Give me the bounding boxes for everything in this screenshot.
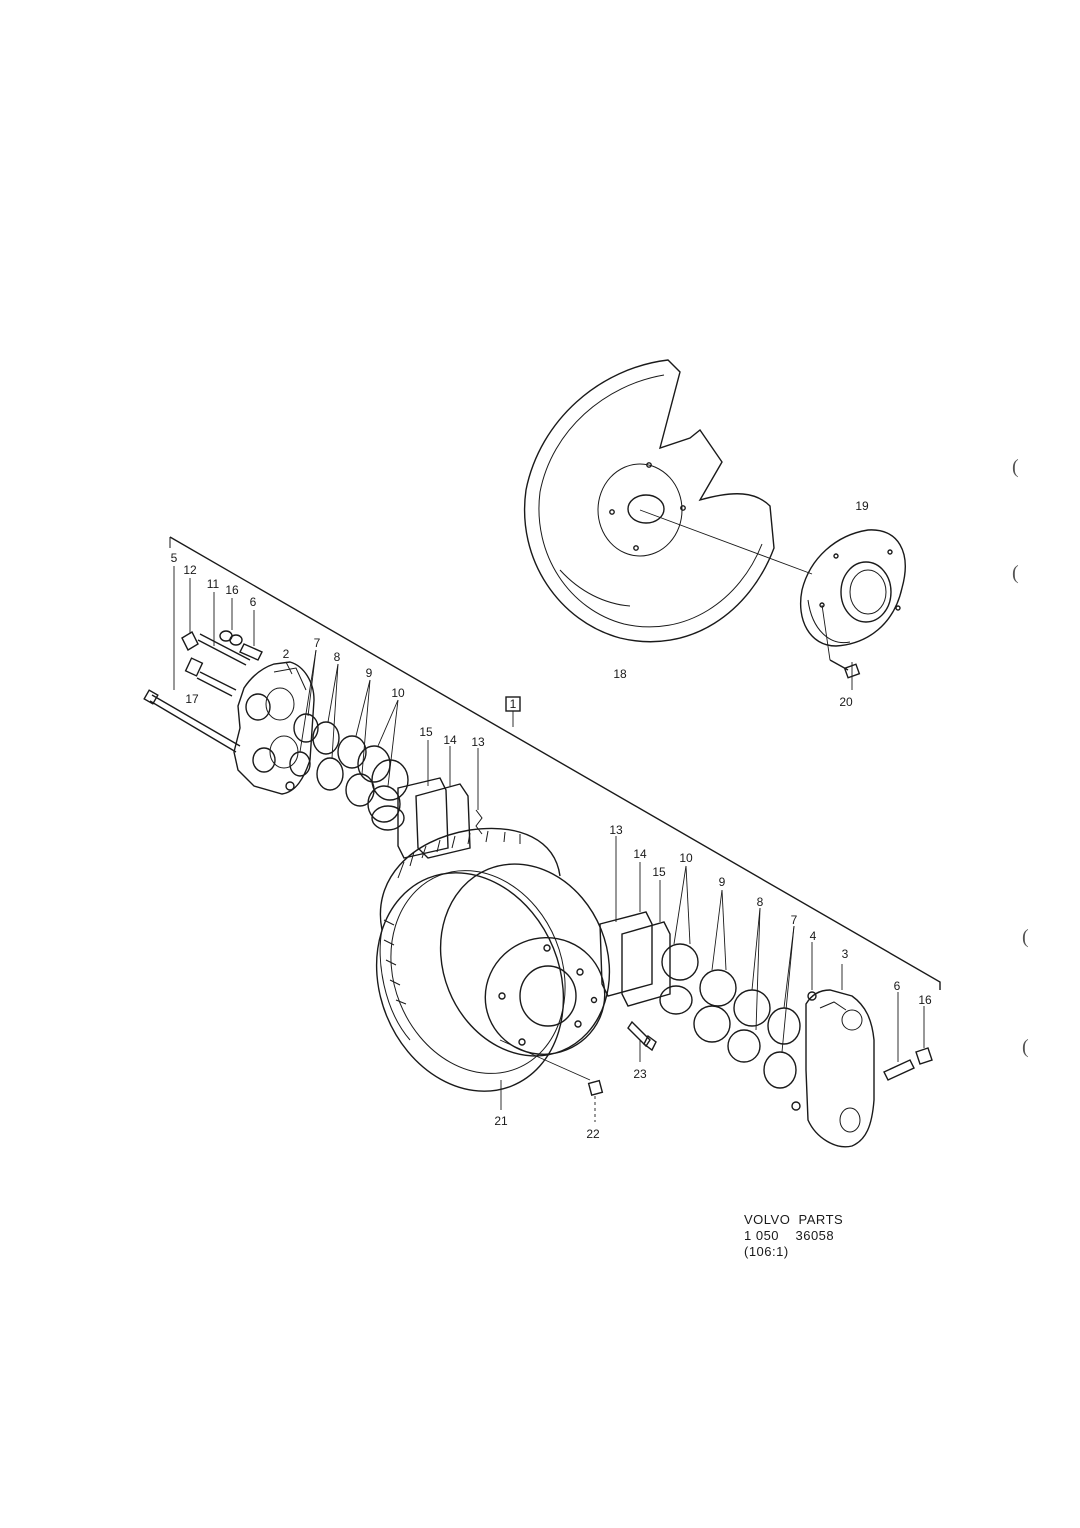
- bleed-screw-right: [883, 992, 933, 1081]
- ring-plate: [800, 529, 906, 661]
- label-14-left: 14: [443, 733, 457, 747]
- right-pistons-seals: [659, 865, 817, 1111]
- parts-reference: VOLVO PARTS 1 050 36058 (106:1): [744, 1212, 843, 1260]
- label-17: 17: [185, 692, 199, 706]
- left-pistons-seals: [289, 649, 409, 831]
- label-21: 21: [494, 1114, 508, 1128]
- label-15-right: 15: [652, 865, 666, 879]
- bleed-screw-left: [181, 578, 293, 675]
- long-bolt-5: [143, 566, 241, 753]
- label-2: 2: [283, 647, 290, 661]
- margin-mark-2: (: [1012, 562, 1019, 584]
- label-6-right: 6: [894, 979, 901, 993]
- label-23: 23: [633, 1067, 647, 1081]
- callout-labels: 5 12 11 16 6 2 17 7 8 9 10 15 14 13 13 1…: [171, 499, 932, 1141]
- label-4: 4: [810, 929, 817, 943]
- label-14-right: 14: [633, 847, 647, 861]
- label-16-left: 16: [225, 583, 239, 597]
- label-22: 22: [586, 1127, 600, 1141]
- label-11: 11: [207, 577, 220, 591]
- right-brake-pads: [599, 836, 671, 1007]
- label-6-left: 6: [250, 595, 257, 609]
- bolt-23: [627, 1020, 657, 1062]
- label-15-left: 15: [419, 725, 433, 739]
- label-13-right: 13: [609, 823, 623, 837]
- bolt-20: [829, 659, 861, 690]
- label-20: 20: [839, 695, 853, 709]
- label-9-left: 9: [366, 666, 373, 680]
- label-16-right: 16: [918, 993, 932, 1007]
- margin-mark-1: (: [1012, 456, 1019, 478]
- right-caliper: [805, 964, 875, 1148]
- bolt-17: [184, 657, 237, 697]
- margin-mark-4: (: [1022, 1036, 1029, 1058]
- label-18: 18: [613, 667, 627, 681]
- group-bracket: 1: [169, 536, 941, 990]
- left-caliper: [233, 661, 315, 795]
- brand-line: VOLVO PARTS: [744, 1212, 844, 1227]
- brake-disc: [375, 827, 611, 1110]
- label-12: 12: [183, 563, 197, 577]
- margin-mark-3: (: [1022, 926, 1029, 948]
- label-7-left: 7: [314, 636, 321, 650]
- label-10-left: 10: [391, 686, 405, 700]
- group-number-label: 1: [510, 697, 517, 711]
- label-3: 3: [842, 947, 849, 961]
- part-number-line: 1 050 36058: [744, 1228, 835, 1243]
- bolt-22: [587, 1079, 604, 1122]
- label-19: 19: [855, 499, 869, 513]
- label-13-left: 13: [471, 735, 485, 749]
- page-reference-line: (106:1): [744, 1244, 789, 1259]
- label-5: 5: [171, 551, 178, 565]
- splash-shield: [524, 359, 775, 643]
- label-7-right: 7: [791, 913, 798, 927]
- label-8-left: 8: [334, 650, 341, 664]
- label-9-right: 9: [719, 875, 726, 889]
- label-8-right: 8: [757, 895, 764, 909]
- label-10-right: 10: [679, 851, 693, 865]
- left-brake-pads: [397, 740, 483, 859]
